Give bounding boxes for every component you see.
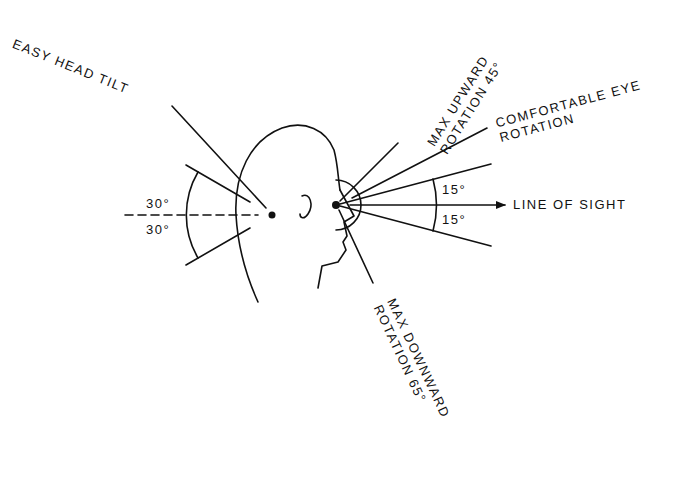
tilt-label: EASY HEAD TILT — [10, 36, 131, 96]
angle-label: 15° — [442, 212, 466, 227]
angle-label: 15° — [442, 182, 466, 197]
head-outline — [236, 125, 340, 302]
sight-arrow — [350, 204, 505, 206]
downward-line — [339, 210, 373, 283]
upward-line — [340, 143, 398, 201]
rotation-label: MAX DOWNWARD ROTATION 65° — [371, 296, 459, 440]
center-line — [125, 214, 258, 216]
tilt-arc — [186, 172, 198, 258]
tilt-line — [186, 228, 250, 265]
angle-label: 30° — [146, 222, 170, 237]
comfort-line — [340, 206, 491, 246]
ear — [300, 195, 311, 218]
tilt-line — [186, 165, 250, 202]
comfort-line — [340, 164, 491, 204]
rotation-label: COMFORTABLE EYE ROTATION — [494, 77, 647, 145]
sight-label: LINE OF SIGHT — [513, 197, 626, 212]
eye-dot — [332, 201, 340, 209]
face-outline — [318, 190, 354, 288]
leader-line — [352, 128, 487, 198]
leader-line — [172, 106, 266, 208]
pivot-dot — [269, 212, 276, 219]
angle-label: 30° — [146, 196, 170, 211]
